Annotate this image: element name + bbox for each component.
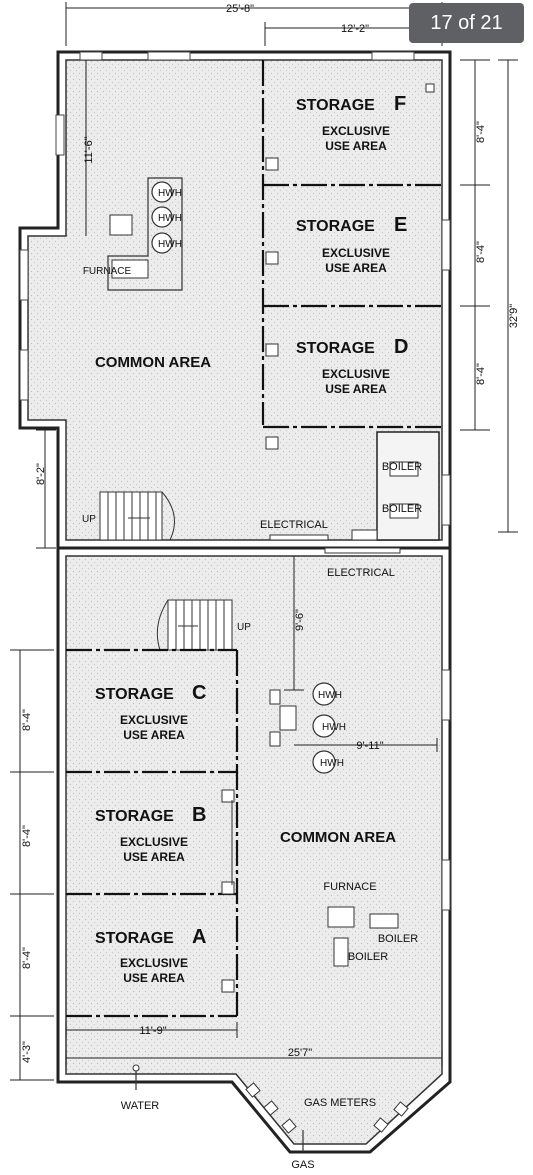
svg-text:HWH: HWH bbox=[158, 213, 182, 224]
upper-hwh-2: HWH bbox=[151, 206, 182, 228]
lower-boiler-2: BOILER bbox=[348, 951, 388, 963]
svg-text:HWH: HWH bbox=[158, 188, 182, 199]
upper-floor: STORAGE F EXCLUSIVE USE AREA STORAGE E E… bbox=[18, 2, 520, 550]
upper-dim-e: 8'-4" bbox=[475, 241, 487, 263]
storage-e: STORAGE E EXCLUSIVE USE AREA bbox=[296, 214, 407, 275]
upper-hwh-1: HWH bbox=[151, 181, 182, 203]
lower-dim-c: 8'-4" bbox=[21, 709, 33, 731]
gas-meters-label: GAS METERS bbox=[304, 1097, 376, 1109]
gas-label: GAS bbox=[291, 1159, 314, 1171]
storage-f-letter: F bbox=[394, 93, 406, 115]
storage-b-title: STORAGE bbox=[95, 808, 174, 825]
upper-width-dim: 25'-8" bbox=[226, 3, 254, 15]
storage-a-letter: A bbox=[192, 926, 206, 948]
lower-hwh-2: HWH bbox=[312, 714, 346, 738]
lower-furnace-label: FURNACE bbox=[323, 881, 376, 893]
upper-common-depth-dim: 11'-6" bbox=[83, 136, 95, 163]
upper-stair-dim: 8'-2" bbox=[35, 463, 47, 485]
upper-dim-d: 8'-4" bbox=[475, 363, 487, 385]
upper-dim-f: 8'-4" bbox=[475, 121, 487, 143]
storage-a-line1: EXCLUSIVE bbox=[120, 956, 188, 970]
storage-b-line2: USE AREA bbox=[123, 850, 185, 864]
upper-common-area-label: COMMON AREA bbox=[95, 354, 211, 371]
lower-hwh-3: HWH bbox=[312, 750, 344, 774]
svg-text:HWH: HWH bbox=[158, 239, 182, 250]
svg-text:HWH: HWH bbox=[322, 722, 346, 733]
storage-c-title: STORAGE bbox=[95, 686, 174, 703]
storage-a-line2: USE AREA bbox=[123, 971, 185, 985]
upper-boiler-1: BOILER bbox=[382, 461, 422, 473]
storage-d-title: STORAGE bbox=[296, 340, 375, 357]
storage-f-line2: USE AREA bbox=[325, 139, 387, 153]
lower-boiler-1: BOILER bbox=[378, 933, 418, 945]
lower-stair-dim: 9'-6" bbox=[294, 609, 306, 631]
upper-up-label: UP bbox=[82, 514, 96, 525]
lower-floor: ELECTRICAL UP 9'-6" STORAGE bbox=[10, 546, 452, 1171]
upper-furnace-label: FURNACE bbox=[83, 266, 132, 277]
storage-e-line2: USE AREA bbox=[325, 261, 387, 275]
storage-d-letter: D bbox=[394, 336, 408, 358]
storage-a: STORAGE A EXCLUSIVE USE AREA bbox=[95, 926, 206, 985]
storage-c: STORAGE C EXCLUSIVE USE AREA bbox=[95, 682, 206, 742]
upper-storage-width-dim: 12'-2" bbox=[341, 23, 369, 35]
lower-stair bbox=[156, 599, 233, 651]
upper-depth-dim: 32'9" bbox=[508, 304, 520, 328]
storage-e-title: STORAGE bbox=[296, 218, 375, 235]
lower-up-label: UP bbox=[237, 622, 251, 633]
upper-electrical-label: ELECTRICAL bbox=[260, 519, 328, 531]
lower-dim-a: 8'-4" bbox=[21, 947, 33, 969]
storage-d-line1: EXCLUSIVE bbox=[322, 367, 390, 381]
upper-stair bbox=[99, 491, 175, 541]
lower-storage-width-dim: 11'-9" bbox=[139, 1025, 166, 1037]
storage-d: STORAGE D EXCLUSIVE USE AREA bbox=[296, 336, 408, 396]
storage-b-line1: EXCLUSIVE bbox=[120, 835, 188, 849]
storage-a-title: STORAGE bbox=[95, 930, 174, 947]
lower-common-area-label: COMMON AREA bbox=[280, 829, 396, 846]
storage-e-letter: E bbox=[394, 214, 407, 236]
storage-f-title: STORAGE bbox=[296, 97, 375, 114]
upper-boiler-2: BOILER bbox=[382, 503, 422, 515]
lower-electrical-label: ELECTRICAL bbox=[327, 567, 395, 579]
lower-hwh-dim: 9'-11" bbox=[356, 740, 383, 752]
lower-dim-b: 8'-4" bbox=[21, 825, 33, 847]
storage-f-line1: EXCLUSIVE bbox=[322, 124, 390, 138]
storage-f: STORAGE F EXCLUSIVE USE AREA bbox=[296, 93, 406, 153]
storage-b-letter: B bbox=[192, 804, 206, 826]
lower-bottom-dim: 4'-3" bbox=[21, 1041, 33, 1063]
storage-e-line1: EXCLUSIVE bbox=[322, 246, 390, 260]
storage-b: STORAGE B EXCLUSIVE USE AREA bbox=[95, 804, 206, 864]
upper-hwh-3: HWH bbox=[151, 232, 182, 254]
svg-text:HWH: HWH bbox=[318, 690, 342, 701]
storage-d-line2: USE AREA bbox=[325, 382, 387, 396]
water-label: WATER bbox=[121, 1100, 160, 1112]
storage-c-letter: C bbox=[192, 682, 206, 704]
lower-hwh-1: HWH bbox=[312, 682, 342, 706]
svg-text:HWH: HWH bbox=[320, 758, 344, 769]
image-counter-badge: 17 of 21 bbox=[409, 3, 524, 43]
lower-width-dim: 25'7" bbox=[288, 1047, 312, 1059]
storage-c-line1: EXCLUSIVE bbox=[120, 713, 188, 727]
storage-c-line2: USE AREA bbox=[123, 728, 185, 742]
